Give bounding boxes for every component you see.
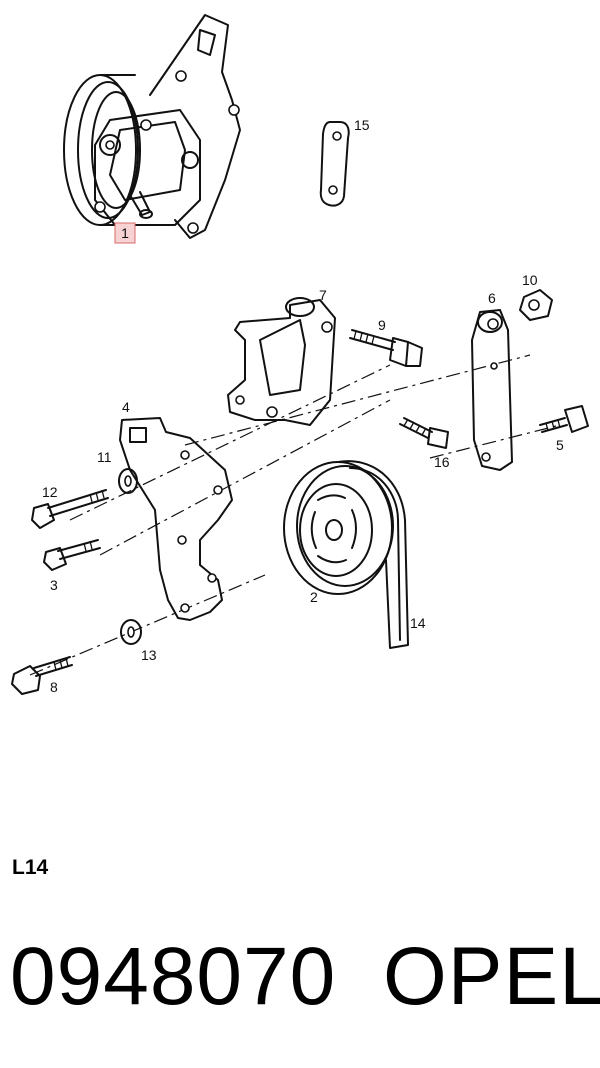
support-bracket[interactable]: [227, 297, 336, 426]
nut-10[interactable]: [519, 289, 553, 321]
bolt-8[interactable]: [11, 656, 73, 695]
callout-4: 4: [122, 399, 130, 415]
model-code: L14: [12, 856, 49, 879]
bolt-9[interactable]: [349, 329, 423, 367]
callout-12: 12: [42, 484, 58, 500]
callout-6: 6: [488, 290, 496, 306]
drive-belt[interactable]: [337, 460, 409, 649]
bolt-3[interactable]: [43, 539, 101, 571]
callout-11: 11: [97, 449, 112, 465]
callout-16: 16: [434, 454, 450, 470]
mounting-bracket[interactable]: [119, 417, 233, 621]
pulley[interactable]: [283, 461, 394, 595]
callout-3: 3: [50, 577, 58, 593]
callout-14: 14: [410, 615, 426, 631]
power-steering-pump[interactable]: [63, 14, 241, 239]
callout-box-1: [114, 222, 136, 244]
link-plate[interactable]: [319, 121, 350, 207]
callout-7: 7: [319, 287, 327, 303]
callout-10: 10: [522, 272, 538, 288]
callout-13: 13: [141, 647, 157, 663]
brand-name: OPEL: [383, 931, 600, 1022]
callout-9: 9: [378, 317, 386, 333]
bolt-16[interactable]: [399, 417, 449, 449]
washer-13[interactable]: [120, 619, 142, 645]
washer-11[interactable]: [118, 468, 138, 494]
bolt-5[interactable]: [539, 405, 589, 433]
callout-15: 15: [354, 117, 370, 133]
assembly-center-lines: [29, 354, 561, 676]
callout-8: 8: [50, 679, 58, 695]
exploded-parts-diagram: 1 15 7 9 10: [11, 14, 589, 695]
adjusting-plate[interactable]: [471, 309, 513, 471]
callout-5: 5: [556, 437, 564, 453]
part-number: 0948070: [10, 931, 337, 1022]
callout-2: 2: [310, 589, 318, 605]
bolt-12[interactable]: [31, 489, 109, 529]
callout-1: 1: [121, 225, 129, 241]
